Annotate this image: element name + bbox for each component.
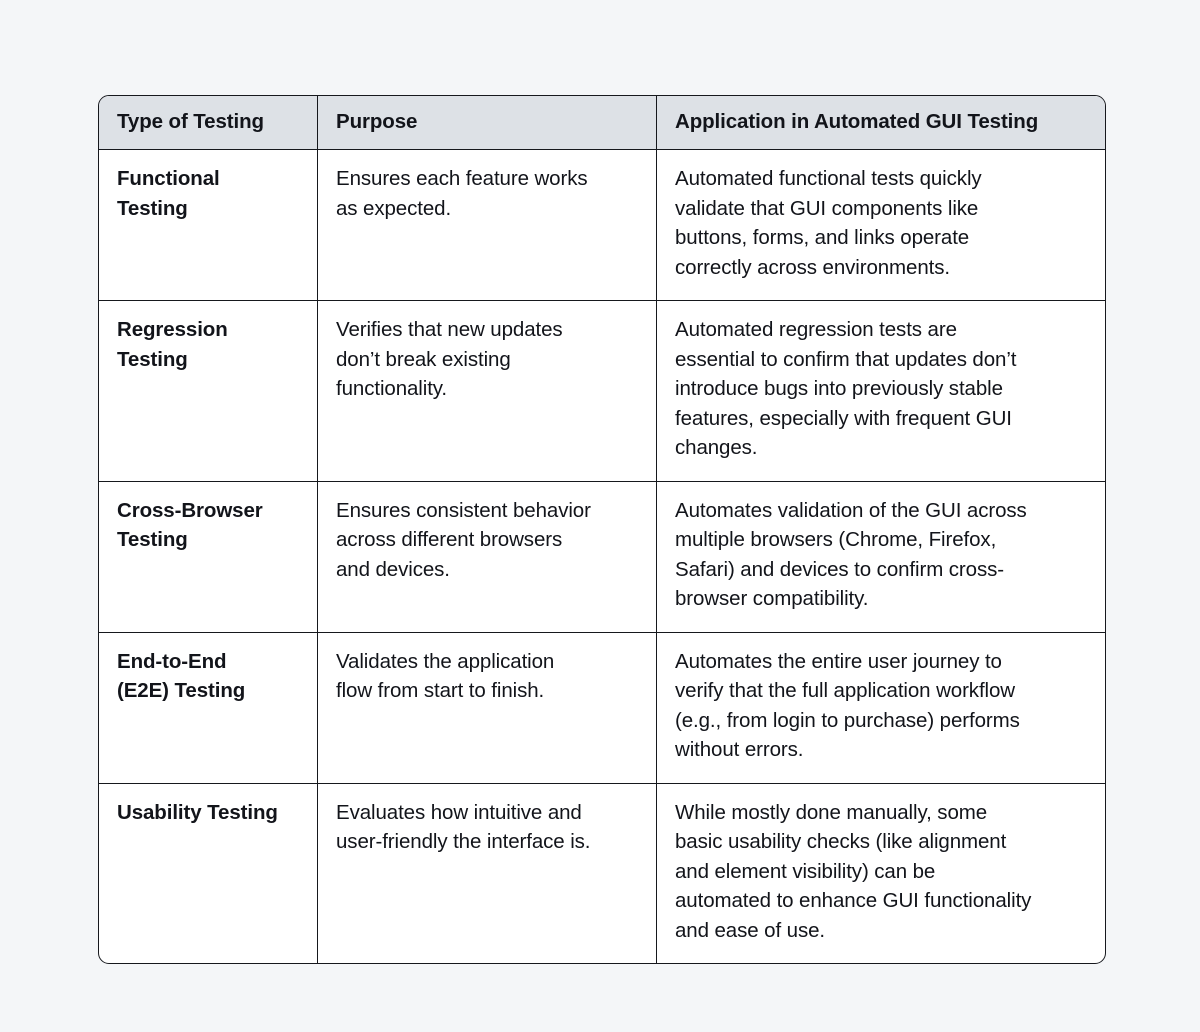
cell-purpose: Verifies that new updates don’t break ex… xyxy=(317,301,656,482)
table-header: Type of Testing Purpose Application in A… xyxy=(99,96,1105,150)
cell-purpose: Validates the application flow from star… xyxy=(317,632,656,784)
cell-text: Functional Testing xyxy=(117,167,220,220)
cell-application: Automates validation of the GUI across m… xyxy=(656,481,1105,633)
cell-type-of-testing: End-to-End (E2E) Testing xyxy=(99,633,317,784)
cell-application: Automated regression tests are essential… xyxy=(656,301,1105,482)
cell-text: Automates validation of the GUI across m… xyxy=(675,498,1027,611)
cell-type-of-testing: Usability Testing xyxy=(99,784,317,964)
cell-type-of-testing: Functional Testing xyxy=(99,150,317,302)
table-container: Type of Testing Purpose Application in A… xyxy=(98,95,1106,965)
cell-text: Automates the entire user journey to ver… xyxy=(675,649,1020,762)
table-row: Functional Testing Ensures each feature … xyxy=(99,150,1105,302)
types-of-testing-comparison-table: Type of Testing Purpose Application in A… xyxy=(98,95,1106,965)
table-row: Usability Testing Evaluates how intuitiv… xyxy=(99,783,1105,964)
column-header-purpose: Purpose xyxy=(317,96,656,150)
cell-text: Ensures consistent behavior across diffe… xyxy=(336,498,591,581)
cell-text: Ensures each feature works as expected. xyxy=(336,167,588,220)
cell-purpose: Ensures consistent behavior across diffe… xyxy=(317,481,656,633)
cell-application: Automates the entire user journey to ver… xyxy=(656,632,1105,784)
cell-text: Regression Testing xyxy=(117,318,228,371)
cell-text: While mostly done manually, some basic u… xyxy=(675,800,1032,942)
cell-text: Verifies that new updates don’t break ex… xyxy=(336,318,563,401)
table-body: Functional Testing Ensures each feature … xyxy=(99,150,1105,964)
table-row: End-to-End (E2E) Testing Validates the a… xyxy=(99,632,1105,784)
cell-type-of-testing: Cross-Browser Testing xyxy=(99,482,317,633)
table-row: Regression Testing Verifies that new upd… xyxy=(99,301,1105,482)
cell-application: While mostly done manually, some basic u… xyxy=(656,783,1105,964)
table-header-row: Type of Testing Purpose Application in A… xyxy=(99,96,1105,150)
cell-text: Automated regression tests are essential… xyxy=(675,318,1017,460)
cell-application: Automated functional tests quickly valid… xyxy=(656,150,1105,302)
cell-text: End-to-End (E2E) Testing xyxy=(117,649,246,703)
cell-text: Evaluates how intuitive and user-friendl… xyxy=(336,800,591,854)
table-row: Cross-Browser Testing Ensures consistent… xyxy=(99,481,1105,633)
cell-purpose: Ensures each feature works as expected. xyxy=(317,150,656,302)
column-header-type-of-testing: Type of Testing xyxy=(99,96,317,150)
cell-text: Cross-Browser Testing xyxy=(117,498,263,552)
cell-type-of-testing: Regression Testing xyxy=(99,301,317,482)
cell-text: Validates the application flow from star… xyxy=(336,649,555,703)
column-header-application: Application in Automated GUI Testing xyxy=(656,96,1105,150)
cell-purpose: Evaluates how intuitive and user-friendl… xyxy=(317,783,656,964)
cell-text: Usability Testing xyxy=(117,800,278,824)
cell-text: Automated functional tests quickly valid… xyxy=(675,167,982,279)
